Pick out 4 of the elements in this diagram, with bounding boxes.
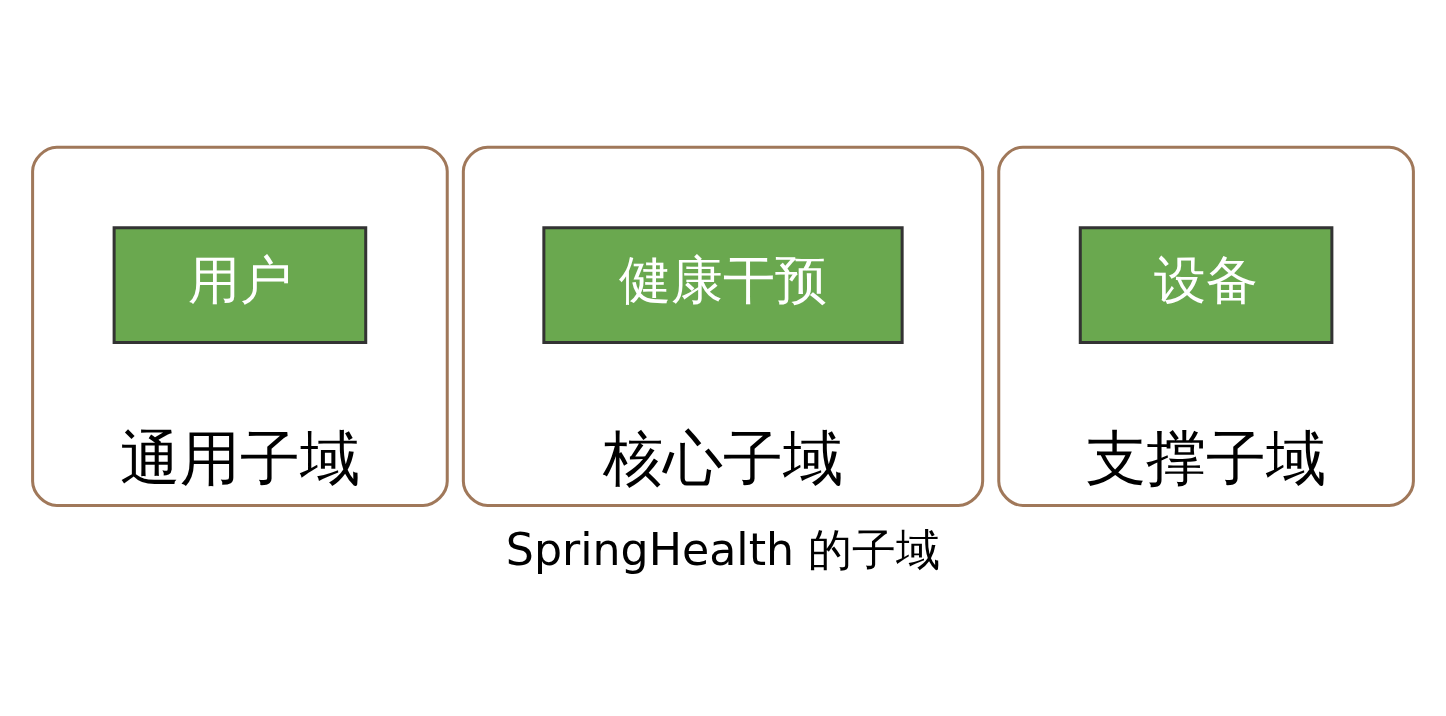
node-box: 用户: [112, 225, 368, 344]
node-box: 设备: [1078, 225, 1334, 344]
node-box: 健康干预: [542, 225, 904, 344]
caption: SpringHealth 的子域: [505, 523, 941, 575]
